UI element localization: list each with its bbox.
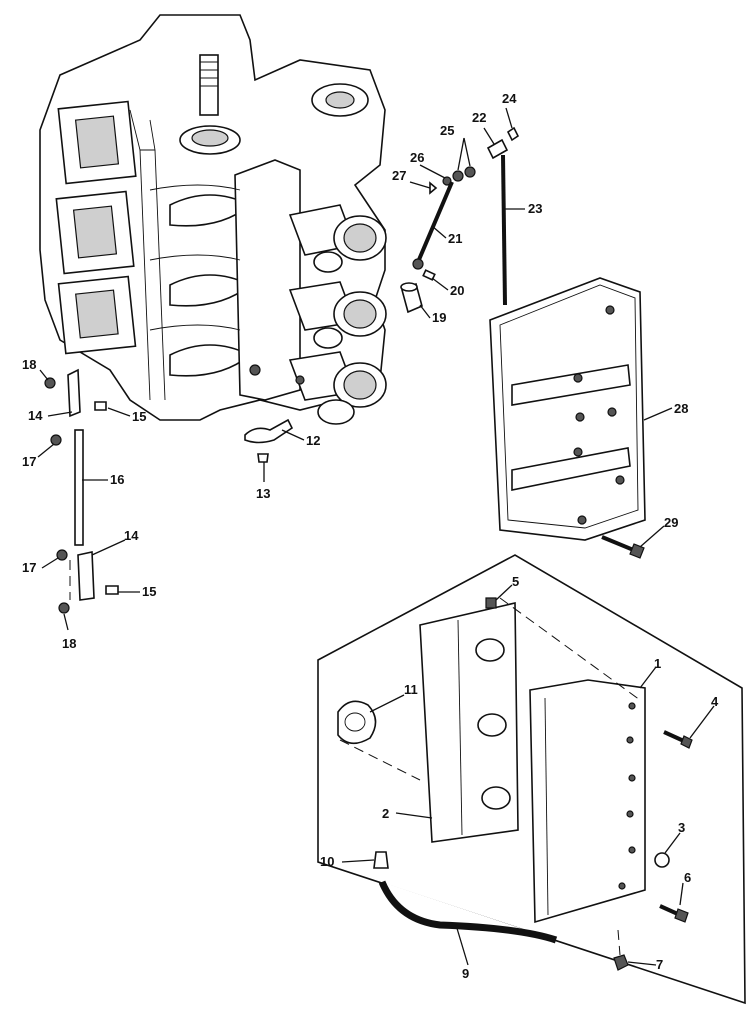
callout-26: 26 [410,150,424,165]
callout-1: 1 [654,656,661,671]
exhaust-inset [317,554,746,1005]
cylinder-block [39,14,387,425]
callout-5: 5 [512,574,519,589]
callout-29: 29 [664,515,678,530]
callout-18a: 18 [22,357,36,372]
callout-12: 12 [306,433,320,448]
choke-link-parts [400,126,520,314]
callout-3: 3 [678,820,685,835]
carburetor-bottom [288,351,387,425]
callout-17a: 17 [22,454,36,469]
callout-16: 16 [110,472,124,487]
callout-20: 20 [450,283,464,298]
callout-15a: 15 [132,409,146,424]
callout-21: 21 [448,231,462,246]
callout-17b: 17 [22,560,36,575]
wire-clamp [244,418,294,444]
callout-13: 13 [256,486,270,501]
callout-19: 19 [432,310,446,325]
cover-bolt [601,535,645,559]
callout-labels: 1 2 3 4 5 6 7 9 10 11 12 13 14 15 16 17 … [22,91,719,981]
carburetor-top [288,204,387,273]
callout-9: 9 [462,966,469,981]
clamp-screw [257,453,269,463]
leader-lines [37,107,715,966]
callout-14a: 14 [28,408,43,423]
callout-10: 10 [320,854,334,869]
callout-27: 27 [392,168,406,183]
callout-14b: 14 [124,528,139,543]
callout-25: 25 [440,123,454,138]
callout-11: 11 [404,682,418,697]
callout-15b: 15 [142,584,156,599]
callout-23: 23 [528,201,542,216]
callout-4: 4 [711,694,719,709]
cylinder-block-cover [489,277,646,541]
callout-6: 6 [684,870,691,885]
callout-18b: 18 [62,636,76,651]
carburetor-middle [288,281,387,349]
callout-28: 28 [674,401,688,416]
throttle-linkage [44,368,119,614]
callout-7: 7 [656,957,663,972]
callout-2: 2 [382,806,389,821]
callout-22: 22 [472,110,486,125]
callout-24: 24 [502,91,517,106]
